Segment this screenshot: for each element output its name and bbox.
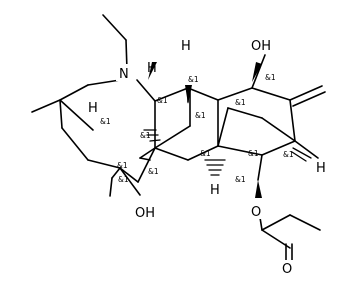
stereo-label: &1 <box>100 117 111 126</box>
double-bonds <box>285 85 326 263</box>
atom-label-carbonyl-oxygen: O <box>282 262 292 277</box>
stereo-labels: &1 &1 &1 &1 &1 &1 &1 &1 &1 &1 &1 &1 &1 &… <box>100 73 294 184</box>
stereo-label: &1 <box>200 149 211 158</box>
stereo-label: &1 <box>235 175 246 184</box>
atom-label-hydrogen-right: H <box>316 161 326 176</box>
atom-label-hydroxyl-top: OH <box>251 39 271 54</box>
stereo-label: &1 <box>118 175 129 184</box>
atom-labels: N OH OH O O H H H H H <box>88 36 326 277</box>
stereo-label: &1 <box>265 73 276 82</box>
atom-label-hydrogen-mid: H <box>210 183 220 198</box>
atom-label-hydrogen-top: H <box>181 39 191 54</box>
atom-label-ester-oxygen: O <box>251 205 261 220</box>
stereo-label: &1 <box>140 131 151 140</box>
stereo-label: &1 <box>235 98 246 107</box>
stereo-label: &1 <box>283 150 294 159</box>
atom-label-hydroxyl-bottom: OH <box>135 206 155 221</box>
stereo-label: &1 <box>188 75 199 84</box>
stereo-label: &1 <box>157 96 168 105</box>
stereo-label: &1 <box>248 149 259 158</box>
wedge-bonds <box>148 62 262 198</box>
hashed-bonds <box>143 129 312 176</box>
stereo-label: &1 <box>148 167 159 176</box>
stereo-label: &1 <box>195 111 206 120</box>
atom-label-nitrogen: N <box>119 67 129 82</box>
atom-label-hydrogen-n: H <box>147 61 157 76</box>
atom-label-hydrogen-left: H <box>88 101 98 116</box>
bond-skeleton <box>31 14 321 249</box>
stereo-label: &1 <box>117 161 128 170</box>
